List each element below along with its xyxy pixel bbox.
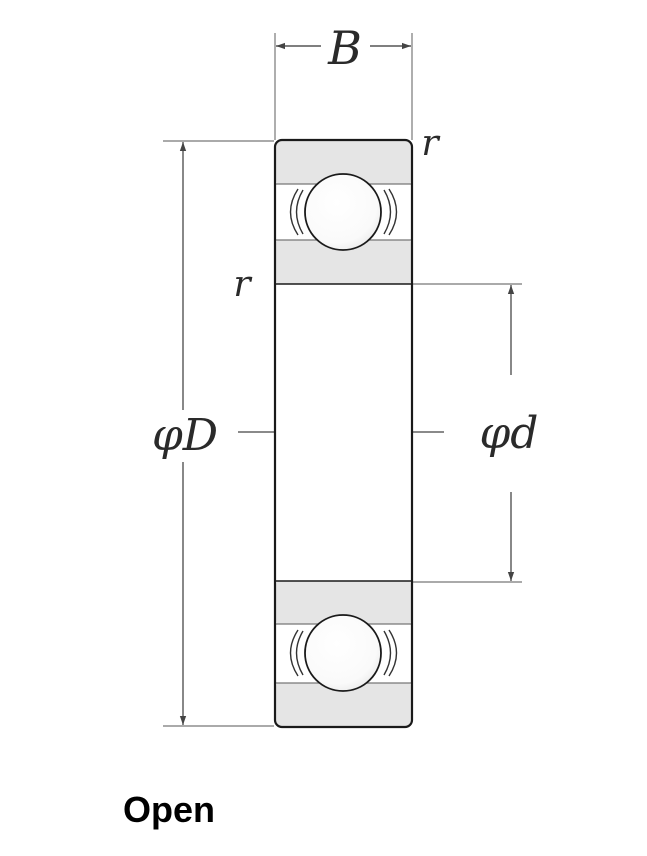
outer-diameter-dimension: φD (152, 140, 274, 727)
inner-ring-bottom (276, 581, 411, 624)
ball-top (304, 173, 382, 251)
outer-ring-bottom (276, 683, 411, 726)
bearing-body (273, 138, 414, 729)
width-dimension: B (274, 21, 413, 140)
fillet-label-inner: r (233, 264, 252, 305)
bearing-section-top (276, 141, 411, 284)
bore-region (276, 284, 411, 581)
ball-bottom (304, 614, 382, 692)
fillet-label-top: r (421, 123, 440, 164)
outer-ring-top (276, 141, 411, 184)
bearing-outline (273, 138, 414, 729)
outer-diameter-label: φD (152, 410, 218, 461)
inner-ring-top (276, 240, 411, 284)
bearing-section-bottom (276, 581, 411, 726)
width-label: B (327, 21, 362, 75)
bore-diameter-label: φd (480, 408, 539, 459)
cage-bottom (289, 629, 398, 677)
diagram-caption: Open (123, 789, 216, 830)
bore-diameter-dimension: φd (413, 283, 539, 583)
bearing-cross-section-diagram: B r r φD φd (152, 21, 539, 729)
cage-top (289, 188, 398, 236)
